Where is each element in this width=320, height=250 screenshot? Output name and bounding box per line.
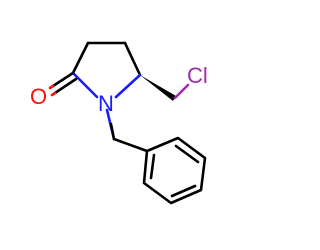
bond-carbonyl-2 (53, 77, 78, 95)
bond-ch2-n-dark (109, 122, 116, 141)
bond-carbonyl-o-1 (48, 84, 55, 90)
bond-c2-n1 (71, 71, 99, 99)
molecule-canvas: O N Cl (30, 41, 208, 205)
molecule-structure: O N Cl (30, 41, 208, 205)
bond-c4-c5 (123, 41, 142, 77)
bond-ch2-phenyl (112, 137, 149, 153)
oxygen-label: O (30, 84, 47, 109)
bond-carbonyl-o-2 (50, 91, 57, 97)
benzene-double-1 (174, 144, 200, 164)
wedge-bond-c5-ch2 (140, 75, 176, 101)
bond-c2-c3 (71, 41, 90, 75)
benzene-ring (142, 136, 207, 205)
benzene-double-2 (170, 184, 197, 198)
bond-c5-n1 (114, 73, 142, 99)
chlorine-label: Cl (187, 63, 208, 88)
bond-carbonyl-1 (51, 71, 75, 88)
nitrogen-label: N (98, 91, 114, 116)
benzene-double-3 (149, 153, 156, 180)
bond-ch2-cl (173, 83, 190, 100)
